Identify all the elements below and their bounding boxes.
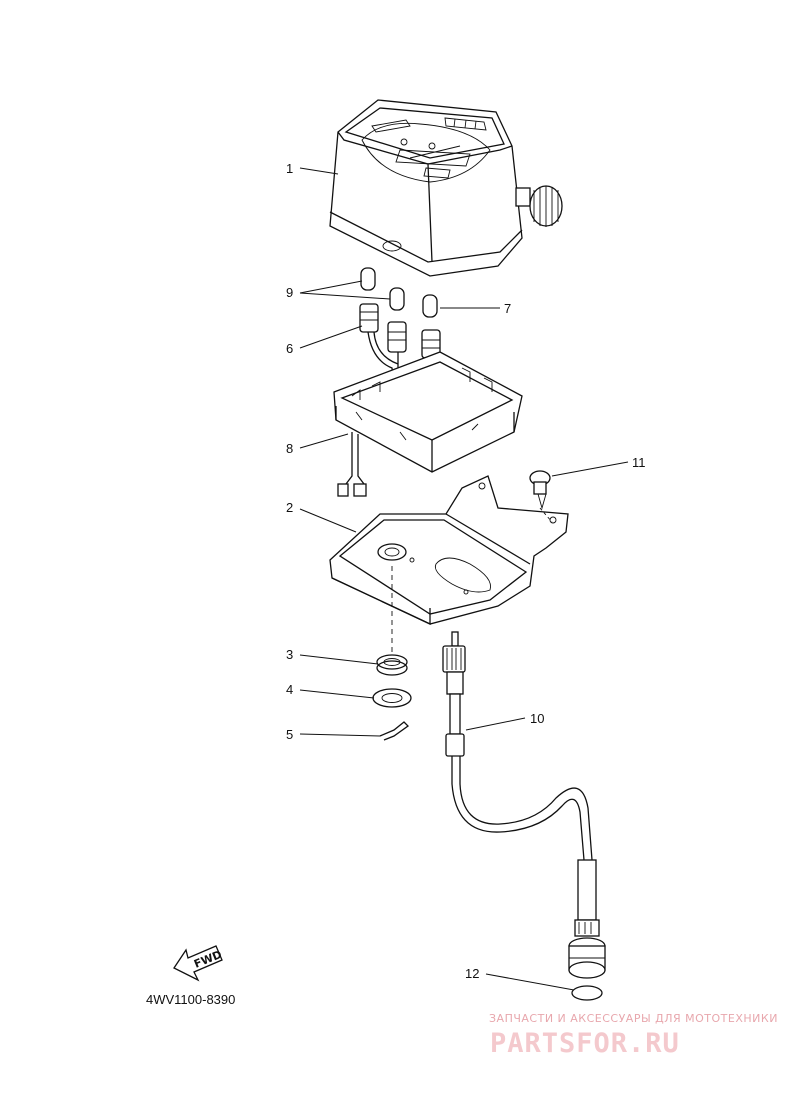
washer-part: [372, 688, 412, 708]
callout-10: 10: [530, 711, 544, 726]
callout-6: 6: [286, 341, 293, 356]
callout-9: 9: [286, 285, 293, 300]
bulb-parts: [360, 267, 438, 318]
leader-lines: [299, 167, 629, 991]
speedometer-cable-part: [442, 631, 606, 979]
grommet-part: [376, 654, 408, 676]
callout-1: 1: [286, 161, 293, 176]
callout-2: 2: [286, 500, 293, 515]
callout-7: 7: [504, 301, 511, 316]
screw-part: [529, 470, 553, 523]
callout-5: 5: [286, 727, 293, 742]
clip-part: [379, 721, 410, 741]
meter-bracket-part: [329, 475, 569, 626]
diagram-code: 4WV1100-8390: [146, 992, 235, 1007]
watermark-tagline: ЗАПЧАСТИ И АКСЕССУАРЫ ДЛЯ МОТОТЕХНИКИ: [489, 1012, 778, 1025]
callout-3: 3: [286, 647, 293, 662]
callout-4: 4: [286, 682, 293, 697]
fwd-arrow-icon: FWD: [173, 945, 224, 982]
meter-case-part: [333, 351, 523, 497]
callout-8: 8: [286, 441, 293, 456]
meter-assembly-part: [329, 99, 563, 277]
fwd-label: FWD: [192, 948, 224, 971]
callout-12: 12: [465, 966, 479, 981]
o-ring-part: [571, 985, 603, 1001]
callout-11: 11: [632, 455, 646, 470]
watermark-brand: PARTSFOR.RU: [490, 1028, 680, 1059]
